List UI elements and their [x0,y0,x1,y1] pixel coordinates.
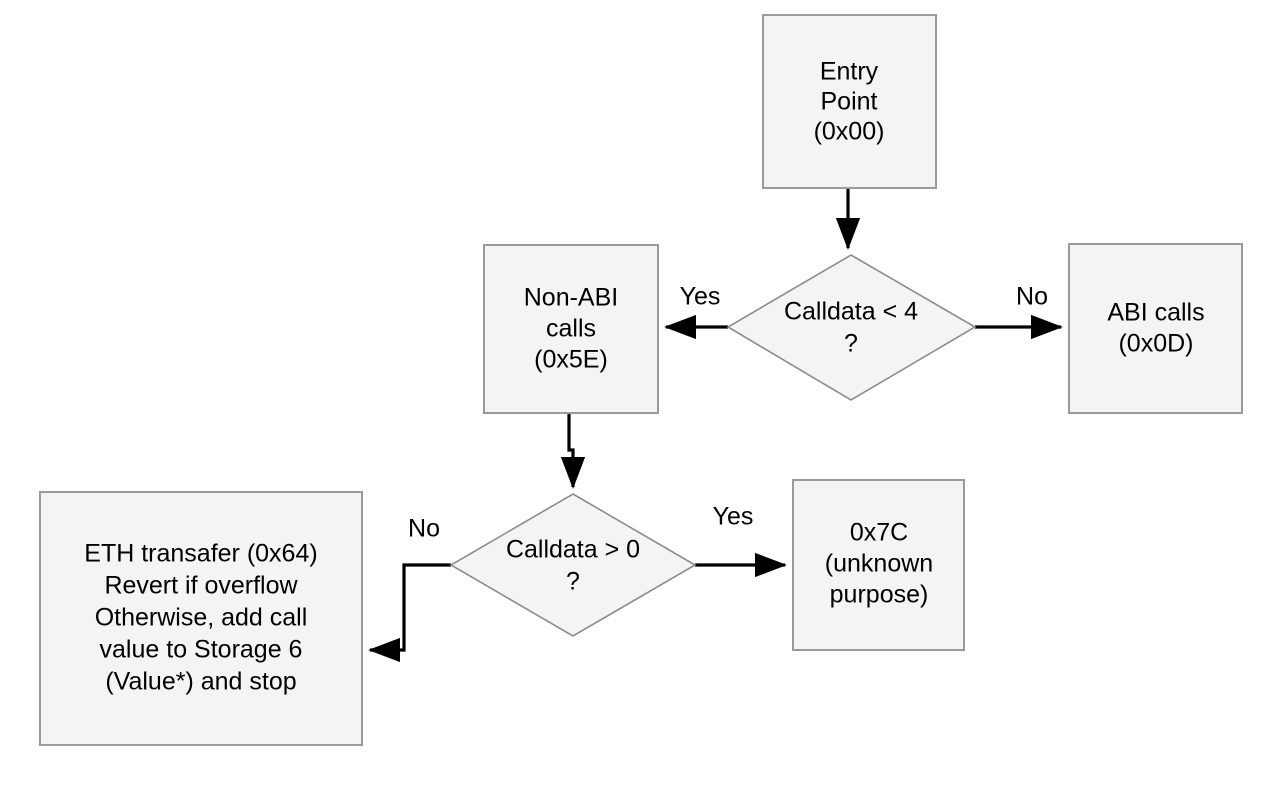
edge-label-yes-decision1: Yes [680,283,721,311]
node-unknown-purpose[interactable]: 0x7C (unknown purpose) [792,479,965,651]
node-shape-rect [39,491,363,746]
node-shape-diamond [449,493,697,637]
node-label-line: Non-ABI [524,284,618,312]
edge-line [368,563,451,663]
node-label-line: ? [844,330,858,358]
node-label-line: (0x00) [814,118,885,146]
node-eth-transfer[interactable]: ETH transafer (0x64) Revert if overflow … [39,491,363,746]
edge-label-yes-decision2: Yes [713,503,754,531]
edge-decision-gt0-yes-to-unknown: Yes [695,503,787,578]
node-shape-rect [1068,243,1243,414]
edge-decision-lt4-yes-to-non-abi: Yes [664,283,728,340]
node-abi-calls[interactable]: ABI calls (0x0D) [1068,243,1243,414]
node-decision-calldata-gt0[interactable]: Calldata > 0 ? [449,493,697,637]
node-label-line: ETH transafer (0x64) [84,540,317,568]
node-label-line: 0x7C [850,519,908,547]
node-label-line: (Value*) and stop [105,668,296,696]
node-entry-point[interactable]: Entry Point (0x00) [762,14,937,189]
node-label-line: Point [821,88,878,116]
edge-decision-gt0-no-to-eth-transfer: No [368,515,451,663]
edge-decision-lt4-no-to-abi: No [975,283,1063,340]
node-label-line: purpose) [830,581,929,609]
node-decision-calldata-lt4[interactable]: Calldata < 4 ? [726,254,977,401]
node-label-line: value to Storage 6 [100,636,303,664]
edge-line [560,413,586,489]
node-label-line: calls [546,315,596,343]
node-label-line: Otherwise, add call [95,604,308,632]
node-label-line: ABI calls [1107,299,1204,327]
node-label-line: Calldata < 4 [784,298,918,326]
node-label-line: (unknown [825,550,933,578]
node-label-line: (0x5E) [534,346,608,374]
node-shape-rect [792,479,965,651]
node-label-line: Revert if overflow [104,572,298,600]
node-label-line: ? [566,568,580,596]
node-label-line: Entry [820,58,879,86]
edge-label-no-decision2: No [408,515,440,543]
node-shape-diamond [726,254,977,401]
edge-label-no-decision1: No [1016,283,1048,311]
node-label-line: Calldata > 0 [506,536,640,564]
node-non-abi-calls[interactable]: Non-ABI calls (0x5E) [483,244,659,414]
edge-non-abi-to-decision-calldata-gt0 [560,413,586,489]
node-shape-rect [483,244,659,414]
node-label-line: (0x0D) [1118,330,1193,358]
node-shape-rect [762,14,937,189]
